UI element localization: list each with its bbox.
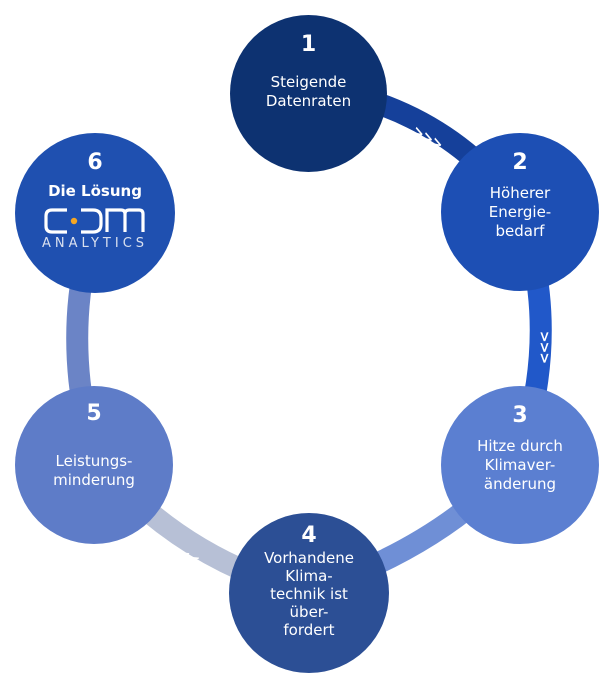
step-5-label: Leistungs- minderung — [53, 452, 135, 489]
step-6-number: 6 — [87, 150, 103, 175]
step-6-label: Die Lösung — [48, 182, 142, 200]
cdm-logo-icon — [44, 208, 145, 234]
step-4-label: Vorhandene Klima- technik ist über- ford… — [264, 549, 354, 639]
step-3-circle: 3 Hitze durch Klimaver- änderung — [441, 386, 599, 544]
arrow-2-3: >>> — [536, 330, 553, 364]
step-1-number: 1 — [300, 32, 317, 57]
step-3-label: Hitze durch Klimaver- änderung — [477, 437, 563, 493]
step-2-label: Höherer Energie- bedarf — [488, 184, 552, 240]
step-3-number: 3 — [512, 403, 528, 428]
step-5-circle: 5 Leistungs- minderung — [15, 386, 173, 544]
step-4-circle: 4 Vorhandene Klima- technik ist über- fo… — [229, 513, 389, 673]
step-2-circle: 2 Höherer Energie- bedarf — [441, 133, 599, 291]
logo-text: ANALYTICS — [41, 236, 149, 251]
step-2-number: 2 — [512, 150, 528, 175]
step-6-circle: 6 Die Lösung ANALYTICS — [15, 133, 175, 293]
step-4-number: 4 — [301, 523, 317, 548]
step-1-label: Steigende Datenraten — [265, 73, 352, 110]
step-1-circle: 1 Steigende Datenraten — [230, 15, 387, 172]
step-5-number: 5 — [86, 401, 102, 426]
arrow-5-6: >>> — [54, 329, 71, 363]
